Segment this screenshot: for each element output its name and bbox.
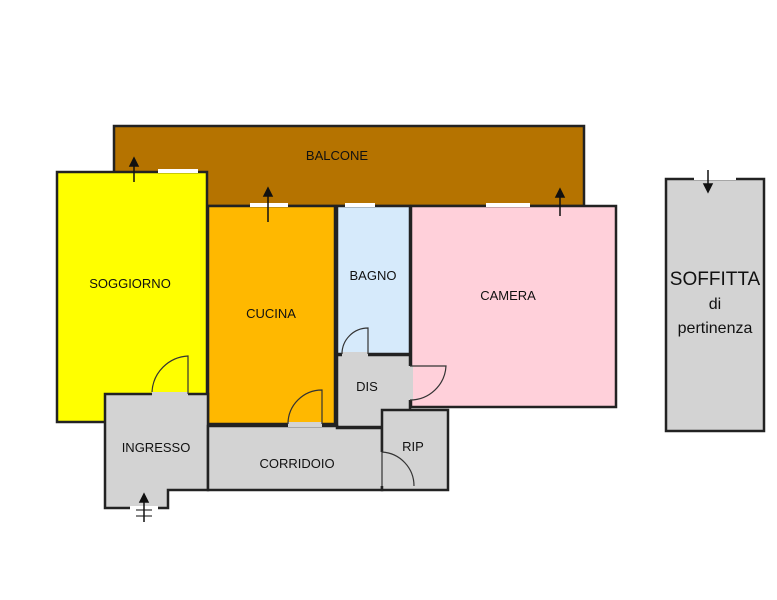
label-corridoio: CORRIDOIO	[259, 456, 334, 471]
label-bagno: BAGNO	[350, 268, 397, 283]
label-ingresso: INGRESSO	[122, 440, 191, 455]
label-rip: RIP	[402, 439, 424, 454]
label-dis: DIS	[356, 379, 378, 394]
window-bagno	[345, 203, 375, 207]
room-rip	[380, 408, 450, 492]
label-cucina: CUCINA	[246, 306, 296, 321]
room-cucina	[206, 204, 337, 426]
annex-soffitta	[664, 177, 766, 433]
room-soggiorno	[55, 170, 209, 424]
window-soggiorno	[158, 169, 198, 173]
arrows	[128, 156, 714, 522]
room-ingresso	[103, 392, 210, 510]
arrow-up-entrance-icon	[138, 492, 150, 522]
label-soffitta: SOFFITTA	[670, 269, 761, 290]
window-soffitta	[694, 176, 736, 180]
room-camera	[409, 204, 618, 409]
arrow-up-cucina-icon	[262, 186, 274, 222]
label-soffitta-pertinenza: pertinenza	[678, 320, 753, 337]
door-swing-cucina	[287, 389, 323, 425]
label-soggiorno: SOGGIORNO	[89, 276, 171, 291]
arrow-down-soffitta-icon	[702, 170, 714, 194]
door-swing-bagno	[341, 327, 369, 355]
door-swing-soggiorno	[151, 355, 189, 394]
arrow-up-camera-icon	[554, 187, 566, 216]
window-cucina	[250, 203, 288, 207]
window-camera	[486, 203, 530, 207]
door-opening-cucina	[288, 422, 322, 427]
windows	[158, 169, 736, 207]
arrow-up-soggiorno-icon	[128, 156, 140, 182]
door-swing-rip	[381, 451, 415, 487]
door-swing-camera	[409, 365, 447, 401]
door-opening-bagno	[342, 352, 368, 357]
door-opening-camera	[408, 366, 413, 400]
label-soffitta-di: di	[709, 296, 721, 313]
label-balcone: BALCONE	[306, 148, 368, 163]
door-opening-soggiorno	[152, 392, 188, 396]
label-camera: CAMERA	[480, 288, 536, 303]
